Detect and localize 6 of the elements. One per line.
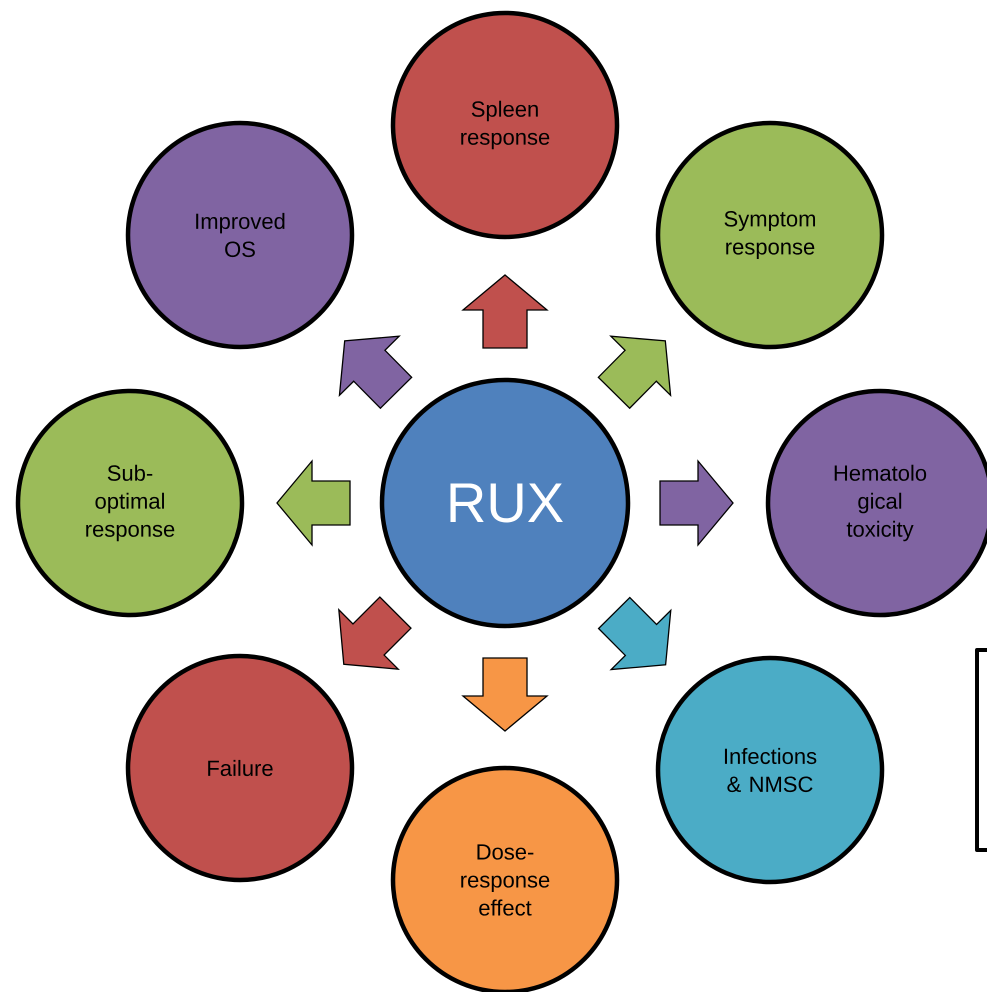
block-arrow: [598, 596, 672, 670]
block-arrow: [461, 274, 549, 349]
block-arrow: [659, 459, 734, 547]
block-arrow: [461, 657, 549, 732]
block-arrow: [338, 596, 412, 670]
block-arrow: [276, 459, 351, 547]
